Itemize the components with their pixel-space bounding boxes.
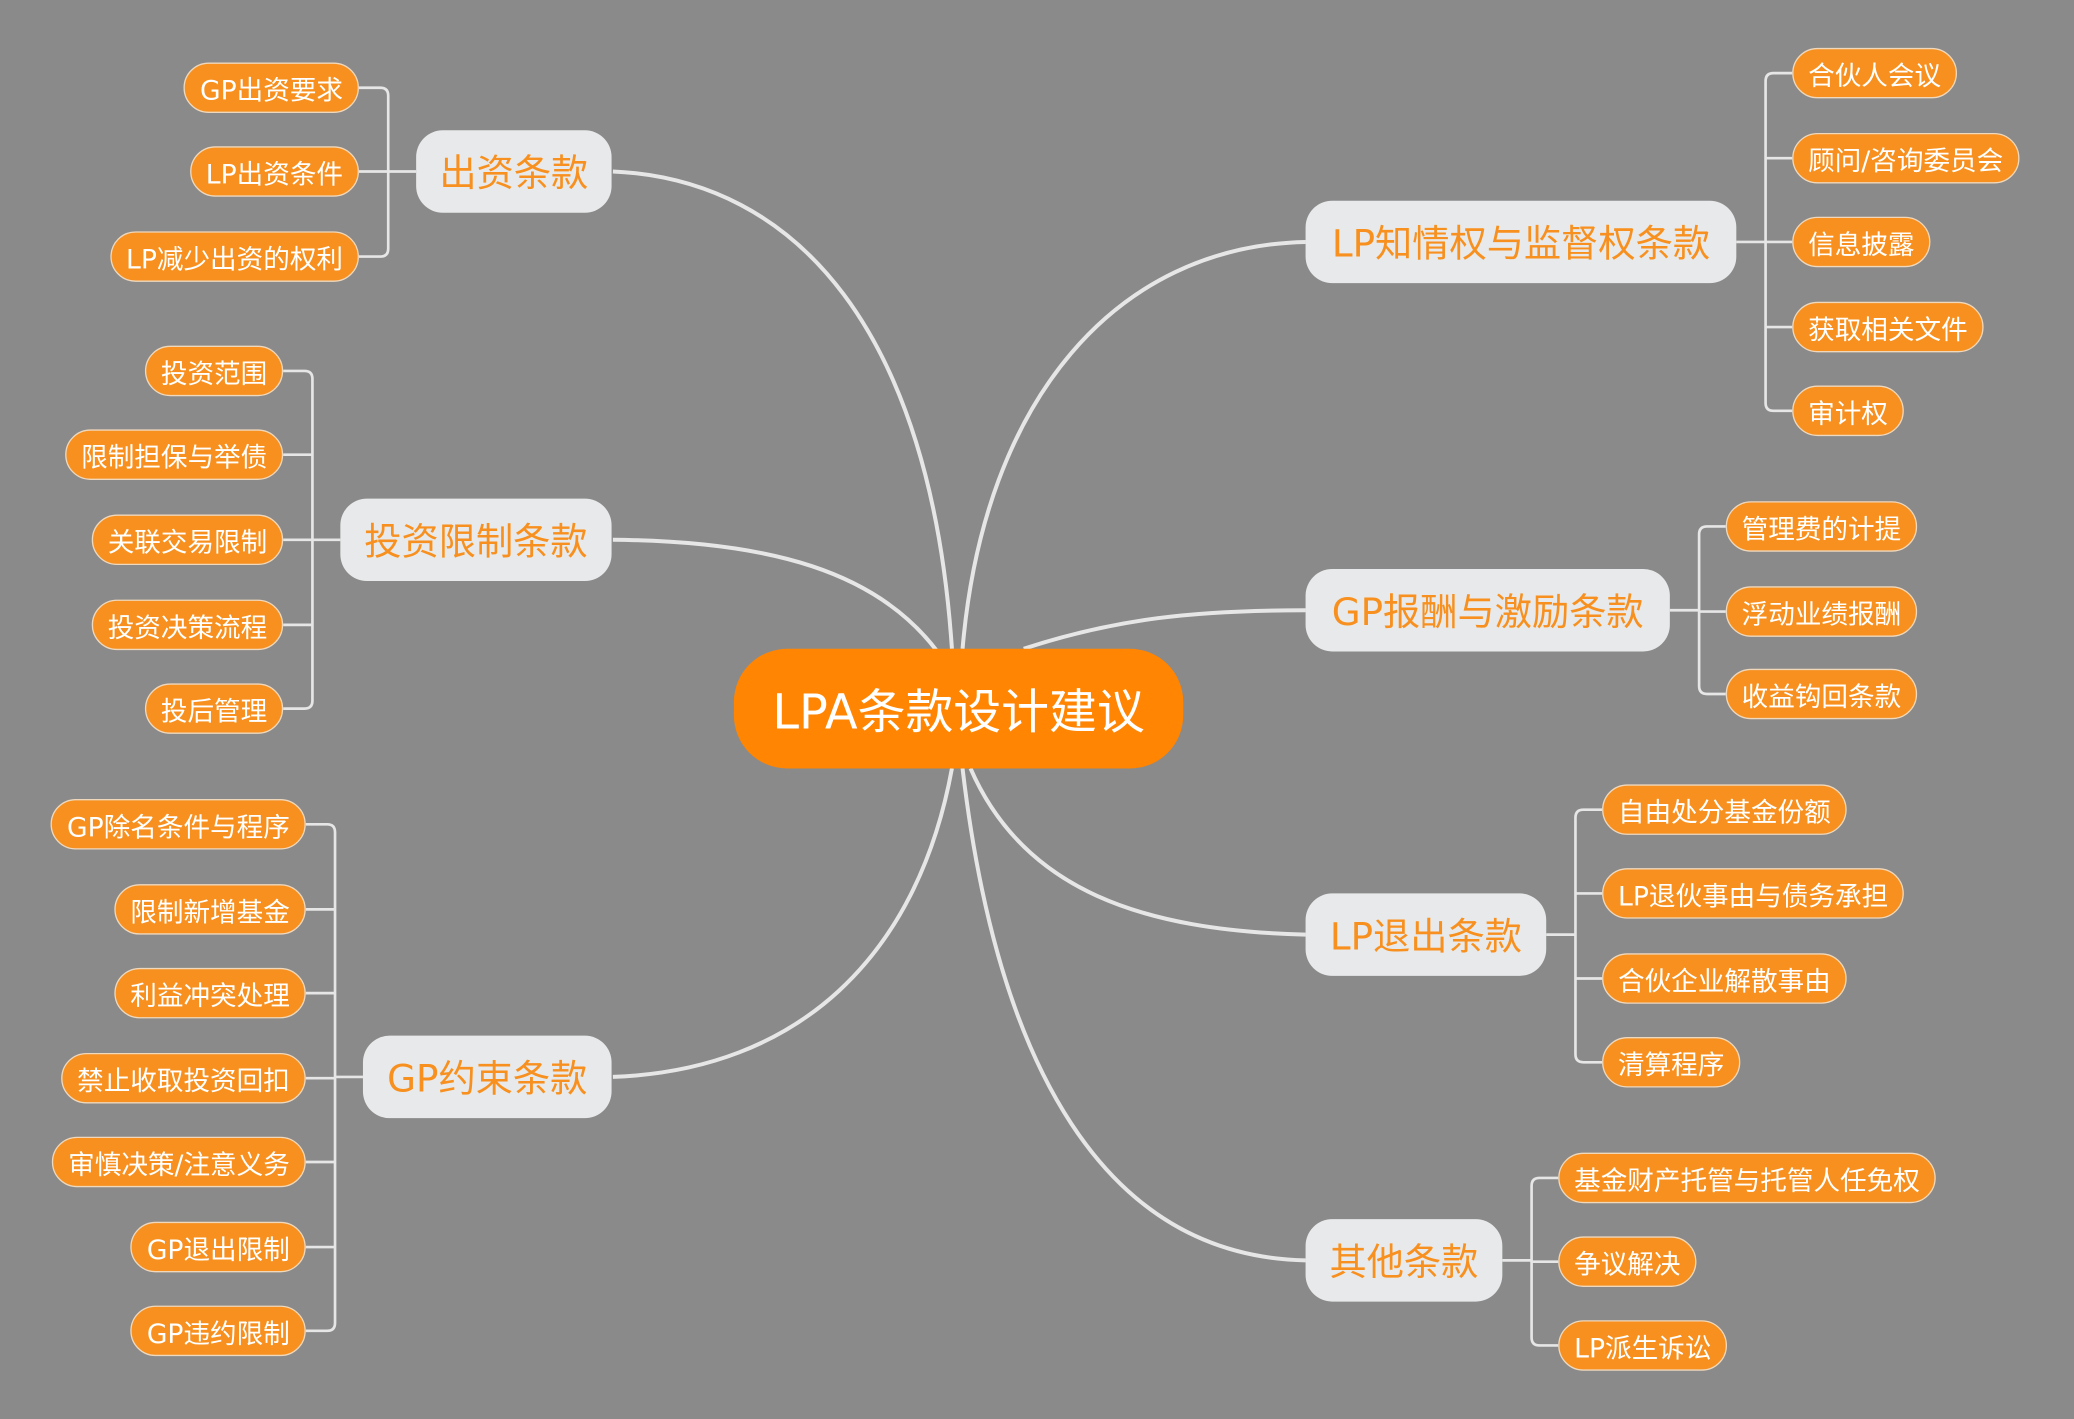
branch-topic[interactable]: GP报酬与激励条款	[1305, 569, 1670, 652]
branch-topic[interactable]: GP约束条款	[362, 1035, 612, 1119]
branch-connector	[1023, 608, 1306, 651]
branch-connector	[960, 768, 1306, 1263]
leaf-topic[interactable]: 收益钩回条款	[1725, 668, 1918, 720]
bracket-line	[305, 822, 337, 1333]
bracket-line	[1574, 808, 1603, 1064]
leaf-topic[interactable]: 关联交易限制	[91, 514, 284, 566]
leaf-topic[interactable]: 清算程序	[1602, 1037, 1741, 1088]
leaf-topic[interactable]: 限制新增基金	[114, 884, 306, 935]
leaf-topic[interactable]: LP出资条件	[189, 146, 359, 197]
leaf-topic[interactable]: 限制担保与举债	[65, 429, 284, 480]
bracket-line	[283, 369, 314, 710]
branch-connector	[968, 767, 1306, 937]
leaf-topic[interactable]: 信息披露	[1792, 216, 1931, 268]
leaf-topic[interactable]: 审计权	[1792, 385, 1904, 437]
leaf-topic[interactable]: LP派生诉讼	[1558, 1320, 1728, 1371]
leaf-topic[interactable]: LP退伙事由与债务承担	[1602, 868, 1905, 919]
branch-topic[interactable]: LP知情权与监督权条款	[1305, 200, 1737, 284]
leaf-topic[interactable]: 顾问/咨询委员会	[1792, 132, 2020, 184]
branch-connector	[960, 239, 1306, 649]
leaf-topic[interactable]: 禁止收取投资回扣	[61, 1052, 306, 1104]
branch-topic[interactable]: LP退出条款	[1305, 893, 1547, 976]
leaf-topic[interactable]: GP退出限制	[130, 1221, 306, 1273]
leaf-topic[interactable]: GP出资要求	[184, 62, 359, 114]
leaf-topic[interactable]: GP除名条件与程序	[51, 799, 306, 850]
branch-topic[interactable]: 出资条款	[416, 130, 612, 213]
leaf-topic[interactable]: 管理费的计提	[1725, 501, 1918, 552]
leaf-topic[interactable]: GP违约限制	[130, 1305, 306, 1357]
leaf-topic[interactable]: LP减少出资的权利	[110, 231, 359, 282]
leaf-topic[interactable]: 投后管理	[144, 683, 284, 734]
leaf-topic[interactable]: 浮动业绩报酬	[1725, 586, 1918, 637]
leaf-topic[interactable]: 基金财产托管与托管人任免权	[1558, 1152, 1936, 1204]
leaf-topic[interactable]: 投资范围	[144, 345, 284, 397]
branch-connector	[612, 537, 939, 653]
branch-topic[interactable]: 投资限制条款	[340, 498, 612, 581]
leaf-topic[interactable]: 争议解决	[1558, 1236, 1697, 1287]
leaf-topic[interactable]: 自由处分基金份额	[1602, 784, 1847, 835]
leaf-topic[interactable]: 审慎决策/注意义务	[52, 1136, 306, 1188]
branch-connector	[612, 169, 954, 649]
root-topic[interactable]: LPA条款设计建议	[733, 648, 1184, 769]
leaf-topic[interactable]: 合伙人会议	[1792, 47, 1958, 99]
leaf-topic[interactable]: 合伙企业解散事由	[1602, 953, 1847, 1004]
leaf-topic[interactable]: 获取相关文件	[1792, 301, 1984, 353]
leaf-topic[interactable]: 投资决策流程	[91, 599, 284, 651]
branch-topic[interactable]: 其他条款	[1305, 1219, 1503, 1302]
branch-connector	[612, 768, 954, 1079]
leaf-topic[interactable]: 利益冲突处理	[114, 967, 306, 1019]
